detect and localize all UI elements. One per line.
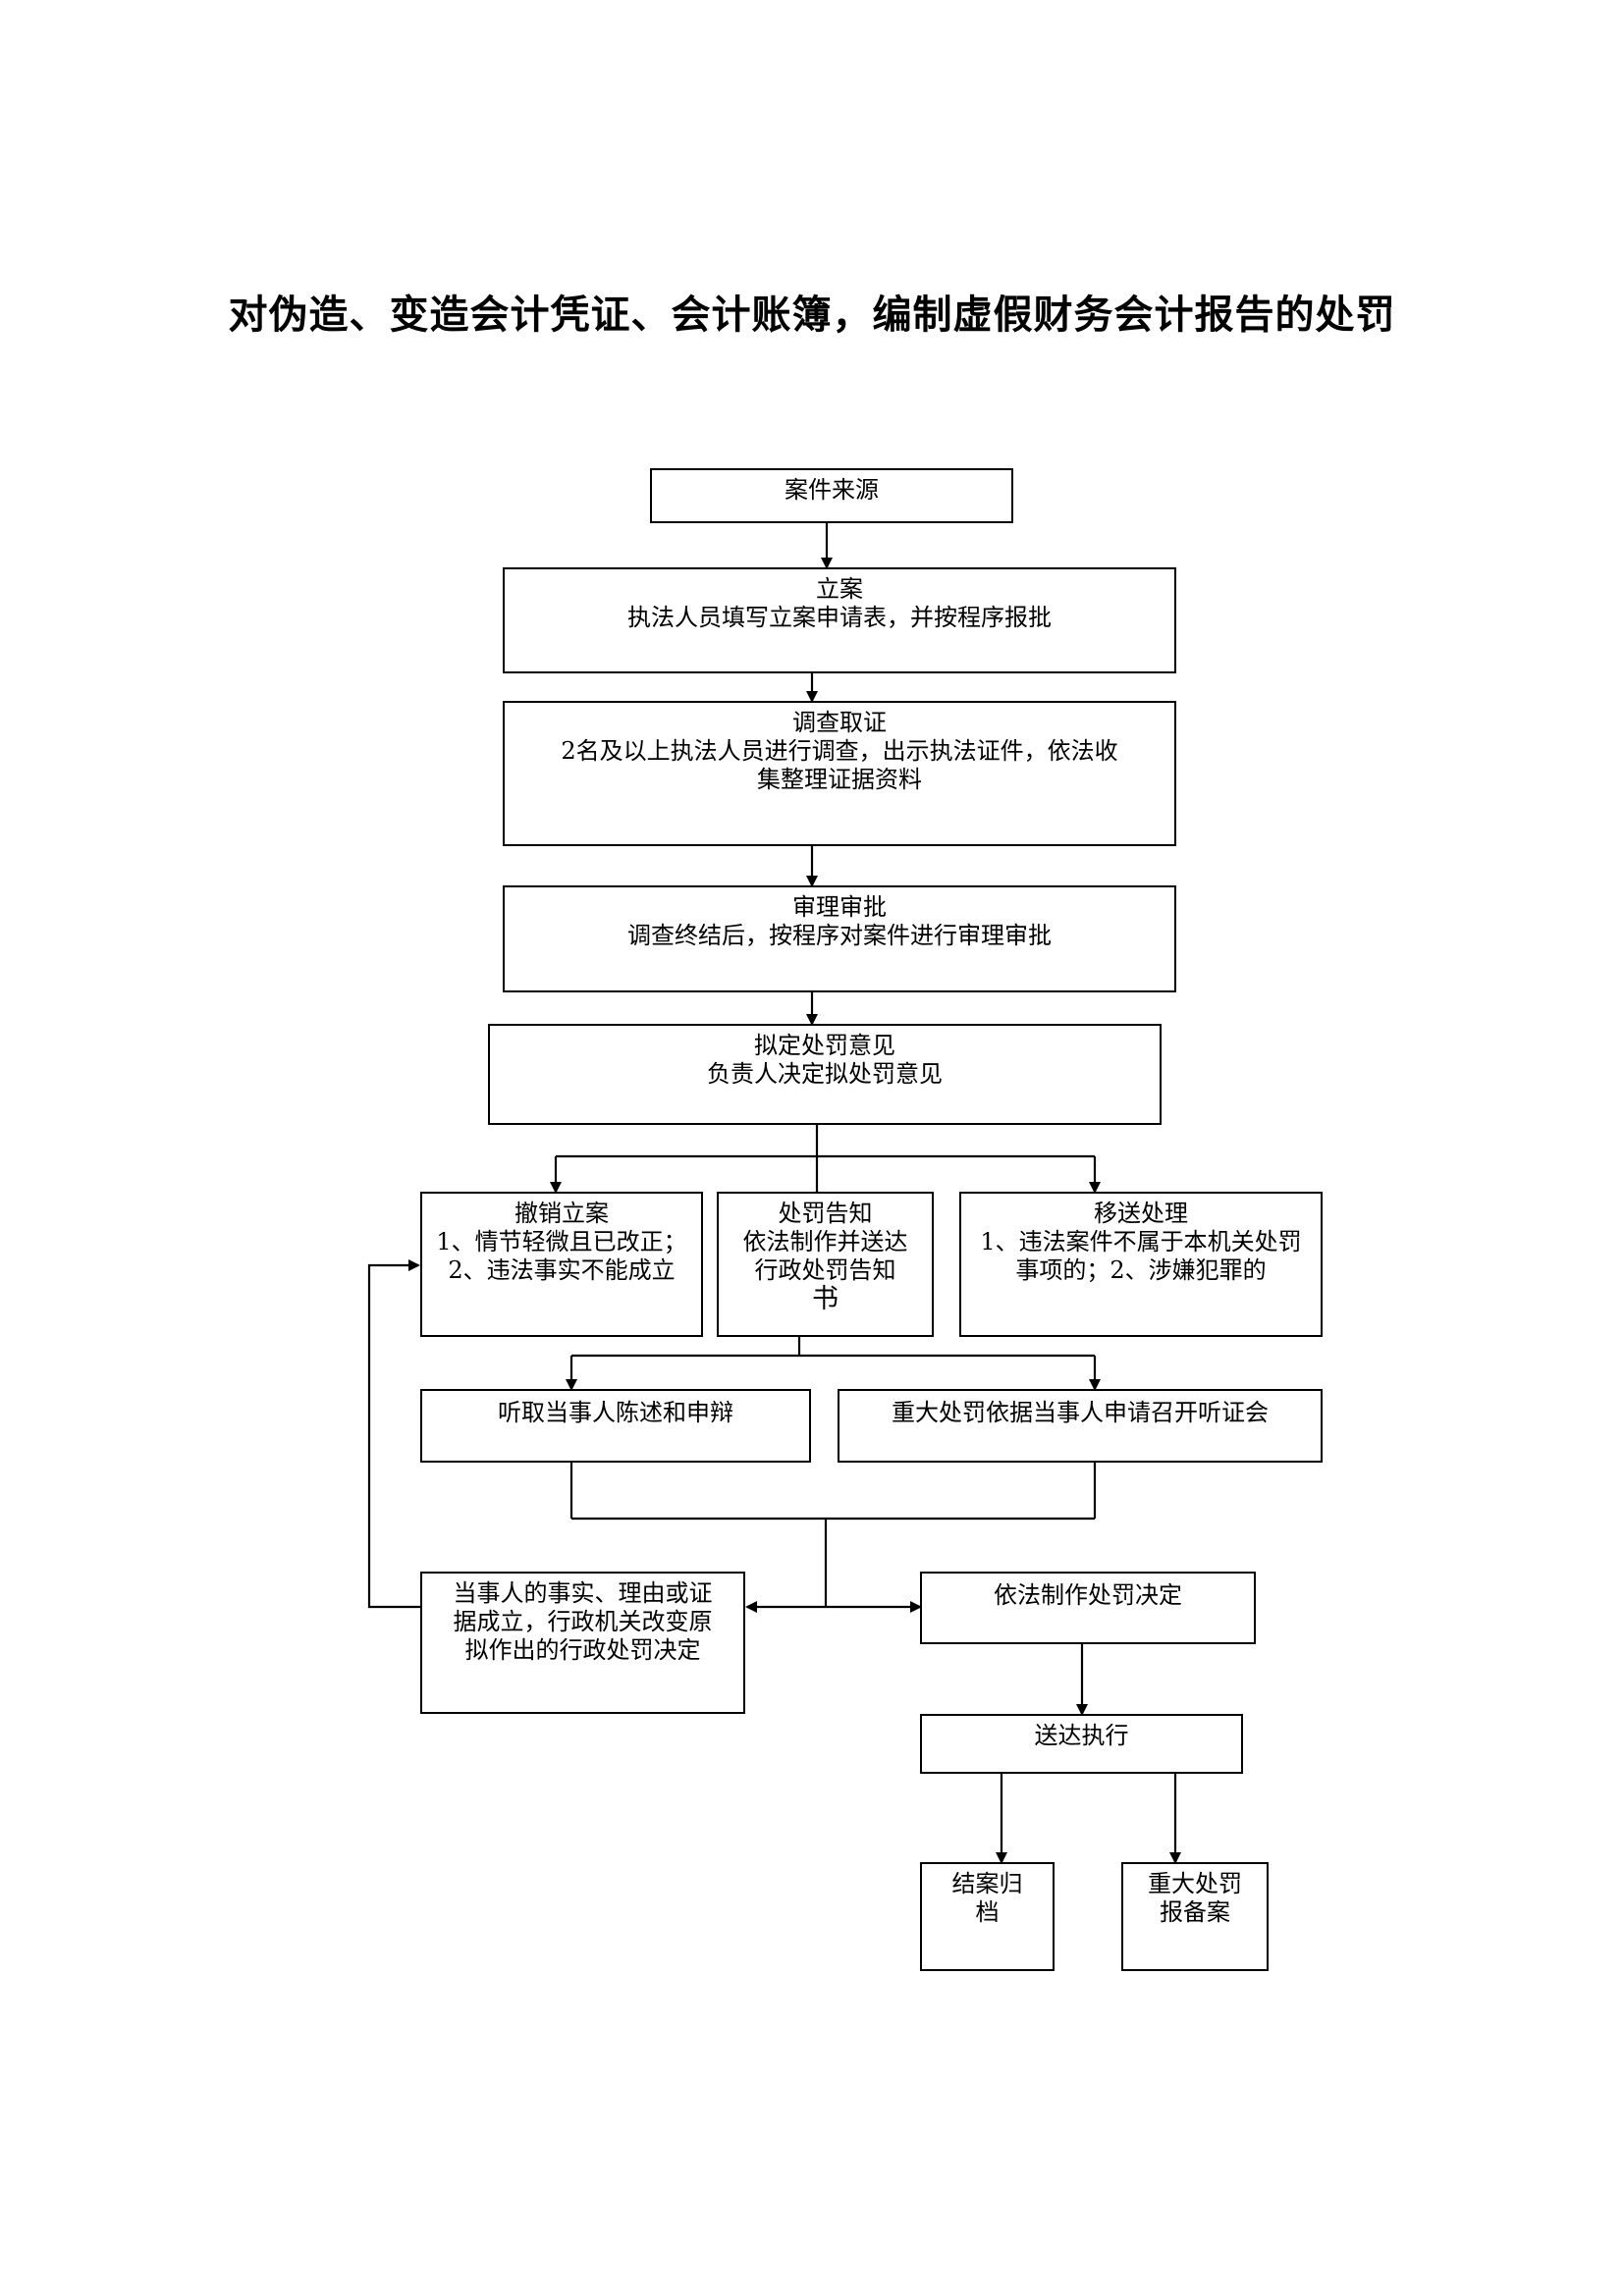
node-archive-title: 结案归	[951, 1870, 1023, 1897]
node-proposal: 拟定处罚意见 负责人决定拟处罚意见	[488, 1024, 1162, 1125]
node-notice-line-1: 依法制作并送达	[742, 1228, 908, 1255]
node-record-title: 重大处罚	[1148, 1870, 1242, 1897]
node-archive: 结案归 档	[920, 1862, 1055, 1971]
node-revoke: 撤销立案 1、情节轻微且已改正； 2、违法事实不能成立	[420, 1192, 703, 1337]
node-filing-line: 执法人员填写立案申请表，并按程序报批	[627, 604, 1052, 631]
node-notice-title: 处罚告知	[778, 1200, 873, 1227]
node-record: 重大处罚 报备案	[1121, 1862, 1269, 1971]
node-change-line-1: 据成立，行政机关改变原	[453, 1608, 713, 1635]
node-transfer: 移送处理 1、违法案件不属于本机关处罚 事项的；2、涉嫌犯罪的	[959, 1192, 1323, 1337]
node-decision: 依法制作处罚决定	[920, 1572, 1256, 1644]
node-investigation-title: 调查取证	[792, 709, 887, 736]
node-revoke-line-1: 1、情节轻微且已改正；	[436, 1228, 687, 1255]
node-hearing-title: 重大处罚依据当事人申请召开听证会	[892, 1399, 1269, 1426]
node-transfer-title: 移送处理	[1094, 1200, 1188, 1227]
node-change-line-2: 拟作出的行政处罚决定	[464, 1636, 701, 1664]
node-proposal-title: 拟定处罚意见	[754, 1032, 895, 1059]
node-revoke-line-2: 2、违法事实不能成立	[448, 1256, 676, 1284]
node-investigation-line-2: 集整理证据资料	[757, 766, 922, 793]
node-delivery: 送达执行	[920, 1714, 1243, 1774]
node-hear-statement-title: 听取当事人陈述和申辩	[498, 1399, 733, 1426]
node-archive-line: 档	[975, 1898, 1000, 1926]
node-notice-line-3: 书	[812, 1284, 839, 1314]
node-review-title: 审理审批	[792, 893, 887, 921]
node-case-source-title: 案件来源	[785, 476, 879, 504]
node-revoke-title: 撤销立案	[514, 1200, 609, 1227]
node-record-line: 报备案	[1160, 1898, 1230, 1926]
node-change: 当事人的事实、理由或证 据成立，行政机关改变原 拟作出的行政处罚决定	[420, 1572, 745, 1714]
node-review-line: 调查终结后，按程序对案件进行审理审批	[627, 922, 1052, 949]
node-hear-statement: 听取当事人陈述和申辩	[420, 1389, 811, 1463]
node-review: 审理审批 调查终结后，按程序对案件进行审理审批	[503, 885, 1176, 992]
node-filing: 立案 执法人员填写立案申请表，并按程序报批	[503, 567, 1176, 673]
node-hearing: 重大处罚依据当事人申请召开听证会	[838, 1389, 1323, 1463]
node-notice-line-2: 行政处罚告知	[754, 1256, 896, 1284]
node-proposal-line: 负责人决定拟处罚意见	[707, 1060, 943, 1088]
node-filing-title: 立案	[816, 575, 863, 603]
node-transfer-line-1: 1、违法案件不属于本机关处罚	[980, 1228, 1302, 1255]
arrow-change-loop-to-revoke	[367, 1259, 422, 1609]
node-change-title: 当事人的事实、理由或证	[453, 1579, 713, 1607]
node-transfer-line-2: 事项的；2、涉嫌犯罪的	[1015, 1256, 1267, 1284]
node-investigation: 调查取证 2名及以上执法人员进行调查，出示执法证件，依法收 集整理证据资料	[503, 701, 1176, 846]
node-delivery-title: 送达执行	[1034, 1722, 1129, 1749]
node-decision-title: 依法制作处罚决定	[994, 1581, 1182, 1609]
node-notice: 处罚告知 依法制作并送达 行政处罚告知 书	[717, 1192, 934, 1337]
node-case-source: 案件来源	[650, 468, 1013, 523]
page-title: 对伪造、变造会计凭证、会计账簿，编制虚假财务会计报告的处罚	[228, 292, 1396, 338]
node-investigation-line-1: 2名及以上执法人员进行调查，出示执法证件，依法收	[561, 737, 1118, 765]
